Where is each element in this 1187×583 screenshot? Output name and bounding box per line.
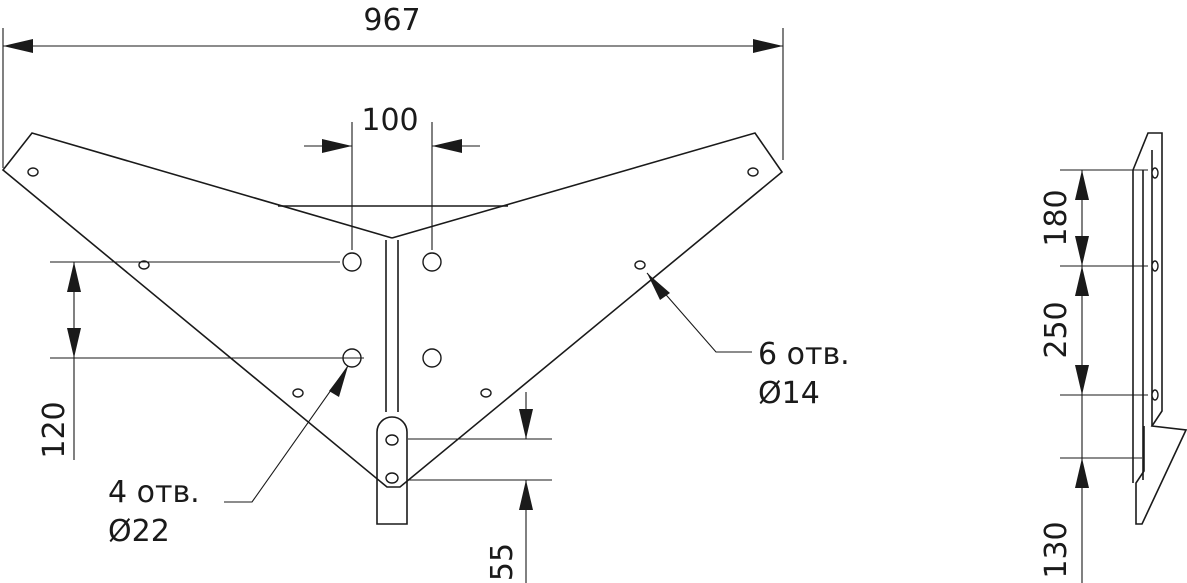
callout-count: 6 отв. — [758, 337, 850, 372]
callout-diameter: Ø14 — [758, 376, 820, 411]
side-hole — [1151, 260, 1159, 272]
dimension-label: 120 — [37, 401, 72, 458]
front-view: 967 100 120 55 — [1, 3, 850, 583]
callout-count: 4 отв. — [108, 475, 200, 510]
small-hole — [480, 388, 492, 398]
small-hole — [138, 260, 150, 270]
plate-outline — [1, 132, 784, 488]
dimension-label: 967 — [363, 3, 420, 38]
large-hole — [422, 252, 442, 272]
side-view: 180 250 130 — [1039, 132, 1187, 583]
side-hole — [1151, 167, 1159, 179]
dimension-side-bottom: 130 — [1039, 458, 1089, 579]
dimension-label: 250 — [1039, 301, 1074, 358]
small-hole — [385, 434, 399, 446]
callout-diameter: Ø22 — [108, 514, 170, 549]
dimension-label: 180 — [1039, 189, 1074, 246]
dimension-side-top: 180 — [1039, 170, 1089, 266]
dimension-hole-spacing-horizontal: 100 — [304, 103, 480, 250]
large-hole — [342, 252, 362, 272]
side-hole — [1151, 389, 1159, 401]
small-hole — [385, 472, 399, 484]
small-hole — [292, 388, 304, 398]
dimension-label: 100 — [361, 103, 418, 138]
dimension-label: 130 — [1039, 521, 1074, 578]
small-hole — [27, 167, 39, 177]
dimension-hole-spacing-vertical: 120 — [37, 261, 364, 460]
dimension-bottom-offset: 55 — [408, 392, 552, 583]
dimension-label: 55 — [485, 543, 520, 581]
small-hole — [747, 167, 759, 177]
small-hole — [634, 260, 646, 270]
side-profile — [1132, 132, 1187, 525]
callout-small-holes: 6 отв. Ø14 — [646, 272, 850, 411]
large-hole — [422, 348, 442, 368]
callout-large-holes: 4 отв. Ø22 — [108, 365, 349, 549]
dimension-side-middle: 250 — [1039, 266, 1089, 395]
dimension-overall-width: 967 — [2, 3, 784, 168]
bottom-bracket — [376, 416, 408, 525]
